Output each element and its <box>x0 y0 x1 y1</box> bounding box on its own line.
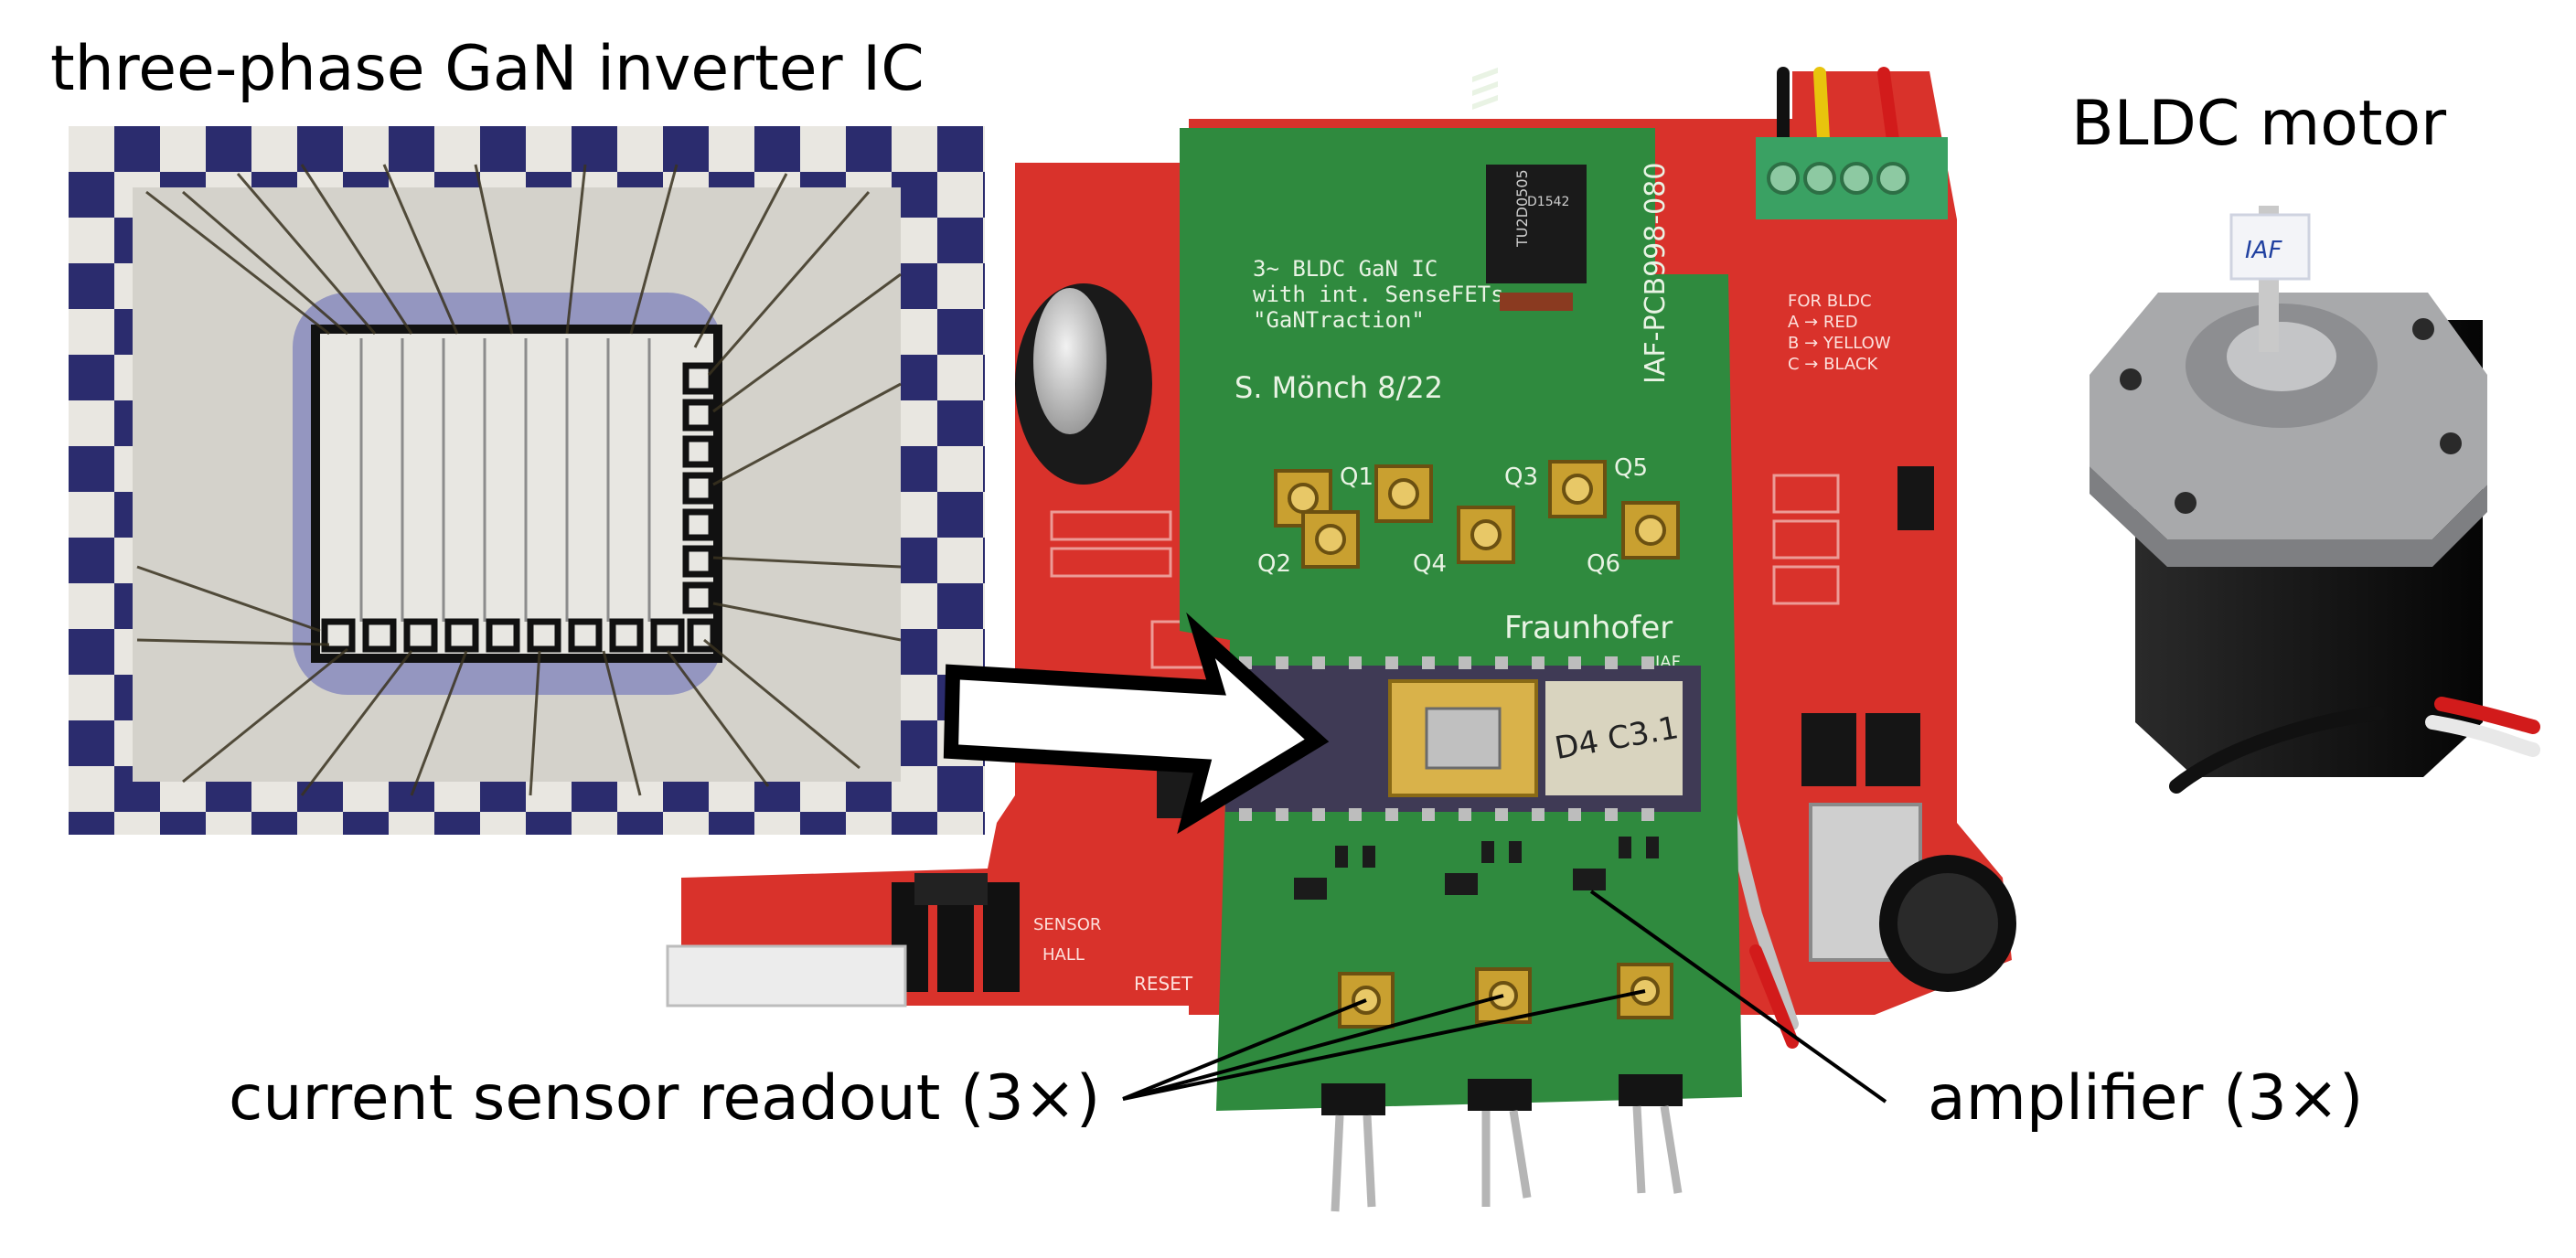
current-sensor-label: current sensor readout (3×) <box>229 1062 1101 1135</box>
sensor-label: SENSOR <box>1033 915 1101 934</box>
q6-label: Q6 <box>1587 550 1620 578</box>
q1-label: Q1 <box>1340 464 1374 491</box>
white-connector <box>666 944 907 1007</box>
legend-b: B → YELLOW <box>1788 334 1891 353</box>
header-jumpers <box>892 873 1020 992</box>
pointer-arrow <box>943 612 1330 835</box>
die-micrograph <box>69 126 985 835</box>
gan-ic-package: D4 C3.1 <box>1225 656 1701 821</box>
amplifier-label: amplifier (3×) <box>1928 1062 2364 1135</box>
board-text-1: 3~ BLDC GaN IC <box>1253 256 1438 282</box>
chip-title-label: three-phase GaN inverter IC <box>50 33 925 105</box>
bldc-legend: FOR BLDC <box>1788 292 1872 311</box>
die-pad <box>311 325 722 663</box>
regulator-ic: TU2D0505 D1542 <box>1486 165 1587 311</box>
callout-lines <box>1122 890 1887 1103</box>
hall-label: HALL <box>1042 945 1085 965</box>
board-text-2: with int. SenseFETs <box>1253 282 1504 307</box>
green-gan-board: 3~ BLDC GaN IC with int. SenseFETs "GaNT… <box>1180 67 1742 1212</box>
sma-connectors <box>1274 460 1680 569</box>
motor-tag <box>2229 213 2311 281</box>
q2-label: Q2 <box>1257 550 1291 578</box>
motor-title-label: BLDC motor <box>2071 88 2447 160</box>
part-number-text: IAF-PCB998-080 <box>1640 163 1672 384</box>
svg-text:D1542: D1542 <box>1527 195 1569 209</box>
author-text: S. Mönch 8/22 <box>1235 370 1443 405</box>
amplifier-circuits <box>1294 837 1659 900</box>
svg-text:TU2D0505: TU2D0505 <box>1513 169 1531 248</box>
board-text-3: "GaNTraction" <box>1253 307 1425 333</box>
q5-label: Q5 <box>1614 454 1648 482</box>
legend-a: A → RED <box>1788 313 1858 332</box>
reset-label: RESET <box>1134 973 1193 995</box>
q4-label: Q4 <box>1413 550 1447 578</box>
svg-text:Fraunhofer: Fraunhofer <box>1504 610 1673 646</box>
motor-tag-text: IAF <box>2245 237 2282 264</box>
bldc-motor: IAF <box>2090 206 2540 794</box>
legend-c: C → BLACK <box>1788 355 1878 374</box>
potentiometer <box>1809 803 2016 992</box>
fraunhofer-logo: Fraunhofer IAF <box>1472 67 1681 672</box>
pin-headers <box>1321 1074 1683 1212</box>
q3-label: Q3 <box>1504 464 1538 491</box>
